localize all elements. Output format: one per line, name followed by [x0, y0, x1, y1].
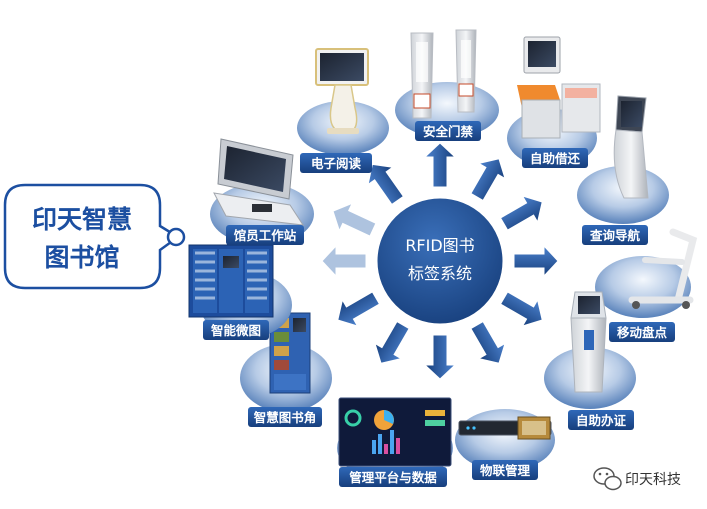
smart-bookcase-icon — [188, 244, 274, 318]
dashboard-icon — [338, 397, 452, 467]
center-line1: RFID图书 — [405, 236, 474, 255]
node-corner: 智慧图书角 — [240, 312, 332, 427]
node-label-query: 查询导航 — [589, 228, 641, 243]
node-label-security: 安全门禁 — [423, 124, 474, 139]
librarian-workstation-icon — [213, 138, 304, 226]
node-label-corner: 智慧图书角 — [253, 410, 317, 425]
center-line2: 标签系统 — [408, 264, 472, 283]
brand-callout: 印天智慧 图书馆 — [3, 183, 186, 290]
node-inventory: 移动盘点 — [595, 228, 698, 342]
watermark: 印天科技 — [593, 467, 681, 491]
watermark-text: 印天科技 — [625, 472, 681, 488]
node-platform: 管理平台与数据 — [337, 397, 453, 487]
query-terminal-icon — [613, 95, 649, 199]
node-label-inventory: 移动盘点 — [617, 325, 668, 340]
node-selfservice: 自助借还 — [507, 36, 601, 168]
radial-arrow — [513, 244, 559, 278]
radial-arrow — [423, 334, 457, 380]
node-ereading: 电子阅读 — [297, 48, 389, 173]
node-query: 查询导航 — [577, 95, 669, 245]
radial-arrow — [499, 195, 543, 231]
node-iot: 物联管理 — [455, 409, 555, 480]
card-kiosk-icon — [570, 291, 607, 393]
node-label-selfservice: 自助借还 — [530, 151, 581, 166]
radial-arrow — [423, 142, 457, 188]
node-micro: 智能微图 — [188, 244, 292, 340]
node-label-card: 自助办证 — [576, 413, 627, 428]
node-label-staff: 馆员工作站 — [234, 228, 297, 243]
radial-arrow — [470, 320, 506, 364]
radial-arrow — [332, 202, 377, 237]
wechat-icon — [593, 467, 622, 491]
node-card: 自助办证 — [544, 291, 636, 430]
e-reader-kiosk-icon — [315, 48, 369, 134]
callout-connector-dot — [166, 227, 186, 247]
inventory-cart-icon — [628, 228, 698, 309]
center-node: RFID图书 标签系统 — [374, 195, 506, 327]
radial-arrow — [367, 163, 405, 206]
node-security: 安全门禁 — [395, 29, 499, 141]
radial-arrow — [321, 244, 367, 278]
node-label-micro: 智能微图 — [210, 323, 261, 338]
radial-arrow — [499, 291, 543, 327]
iot-server-icon — [458, 416, 552, 440]
node-label-iot: 物联管理 — [480, 463, 531, 478]
node-label-ereading: 电子阅读 — [311, 156, 362, 171]
node-staff: 馆员工作站 — [210, 138, 314, 245]
radial-arrow — [470, 158, 506, 202]
radiating-arrows — [321, 142, 559, 380]
radial-arrow — [337, 291, 381, 327]
node-label-platform: 管理平台与数据 — [349, 470, 437, 485]
security-gate-icon — [410, 29, 477, 119]
radial-arrow — [374, 320, 410, 364]
brand-line2: 图书馆 — [44, 243, 119, 272]
brand-line1: 印天智慧 — [32, 205, 132, 234]
self-service-kiosk-icon — [517, 36, 601, 139]
